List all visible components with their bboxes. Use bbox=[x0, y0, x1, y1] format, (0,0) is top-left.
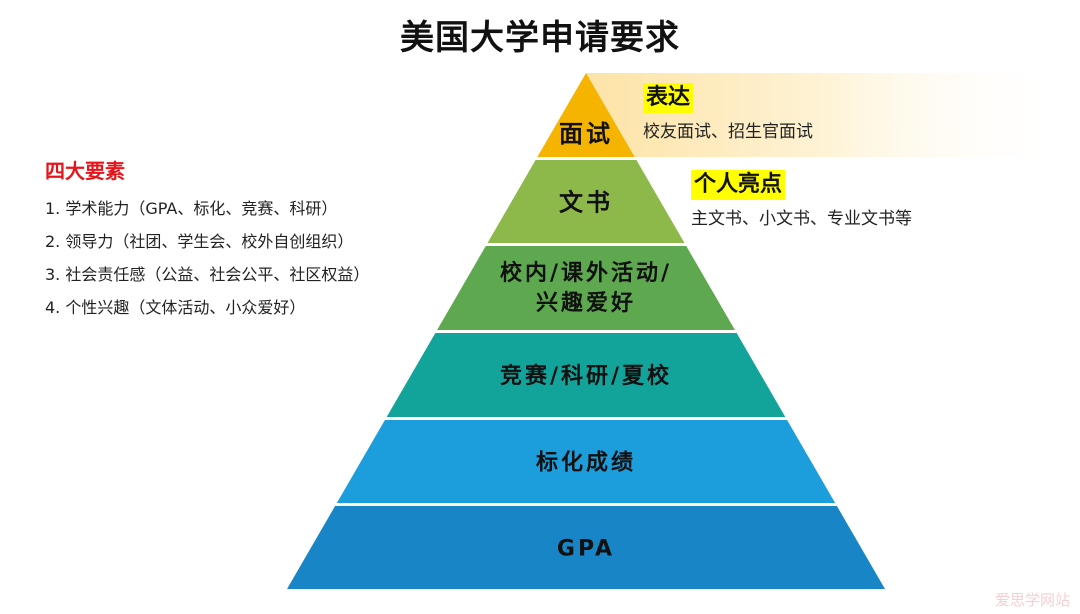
callout-heading: 表达 bbox=[643, 83, 694, 113]
pyramid-layer-label: 面试 bbox=[559, 120, 613, 148]
watermark: 爱思学网站 bbox=[994, 591, 1070, 609]
callout-detail: 校友面试、招生官面试 bbox=[643, 122, 813, 142]
pyramid-layer-5 bbox=[336, 420, 836, 503]
four-elements-list: 四大要素 1. 学术能力（GPA、标化、竞赛、科研） 2. 领导力（社团、学生会… bbox=[45, 155, 369, 324]
list-item: 3. 社会责任感（公益、社会公平、社区权益） bbox=[45, 265, 370, 284]
pyramid-layer-label: 标化成绩 bbox=[536, 450, 636, 476]
callout-heading: 个人亮点 bbox=[691, 170, 786, 200]
list-item: 4. 个性兴趣（文体活动、小众爱好） bbox=[45, 298, 306, 317]
pyramid-layer-2 bbox=[487, 160, 685, 243]
pyramid-layer-label: 兴趣爱好 bbox=[536, 290, 636, 316]
list-item: 1. 学术能力（GPA、标化、竞赛、科研） bbox=[45, 199, 338, 218]
pyramid-layer-4 bbox=[386, 333, 786, 417]
pyramid-layer-label: 文书 bbox=[559, 189, 613, 217]
four-elements-heading: 四大要素 bbox=[45, 159, 125, 183]
pyramid-layer-1 bbox=[537, 73, 635, 157]
pyramid-layer-label: GPA bbox=[557, 537, 615, 562]
callout-interview: 表达 校友面试、招生官面试 bbox=[643, 83, 813, 142]
pyramid-layer-label: 竞赛/科研/夏校 bbox=[500, 363, 672, 389]
page-title: 美国大学申请要求 bbox=[400, 18, 680, 58]
callout-essay: 个人亮点 主文书、小文书、专业文书等 bbox=[691, 170, 912, 229]
pyramid-layer-3 bbox=[437, 246, 735, 330]
pyramid-layer-label: 校内/课外活动/ bbox=[500, 260, 672, 286]
list-item: 2. 领导力（社团、学生会、校外自创组织） bbox=[45, 232, 354, 251]
pyramid-layer-6 bbox=[287, 506, 885, 589]
callout-detail: 主文书、小文书、专业文书等 bbox=[691, 209, 912, 229]
